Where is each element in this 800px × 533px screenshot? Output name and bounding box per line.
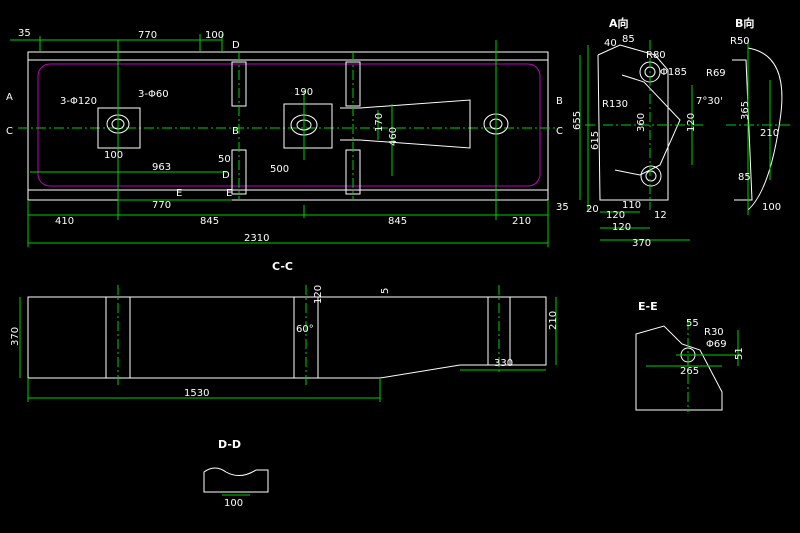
view-b-dim-r50: R50 [730,36,750,47]
marker-a: A [6,92,13,103]
view-b-outline [747,47,783,211]
dim-770-top: 770 [138,30,157,41]
section-e-e: E-E 55 R30 Φ69 51 265 [635,300,745,412]
plan-view: 35 770 100 3-Φ120 3-Φ60 190 963 100 50 5… [6,28,569,247]
view-a-dim-angle: 7°30' [696,96,723,107]
view-a-dim-655: 655 [572,111,583,130]
dim-35-top: 35 [18,28,31,39]
view-a-dim-40: 40 [604,38,617,49]
plan-outline [27,51,549,201]
view-a-dim-110: 110 [622,200,641,211]
view-b-dim-365: 365 [740,101,751,120]
section-d-d-body [203,467,269,493]
dim-holes-120: 3-Φ120 [60,96,97,107]
section-e-e-body [635,325,723,411]
section-d-d-title: D-D [218,438,241,451]
view-a-dim-85: 85 [622,34,635,45]
hidden-pocket [37,63,541,187]
view-b-dim-100: 100 [762,202,781,213]
e-e-dim-265: 265 [680,366,699,377]
c-c-dim-330: 330 [494,358,513,369]
view-a-dim-r80: R80 [646,50,666,61]
view-a-title: A向 [609,16,629,30]
section-c-c: C-C 120 5 60° 370 210 330 1530 [10,260,559,402]
view-a-dim-185: Φ185 [660,67,687,78]
c-c-dim-5: 5 [380,288,391,294]
e-e-dim-55: 55 [686,318,699,329]
c-c-dim-1530: 1530 [184,388,209,399]
marker-e-right: E [226,188,232,199]
e-e-dim-r30: R30 [704,327,724,338]
marker-c-left: C [6,126,13,137]
view-a-dim-360: 360 [636,113,647,132]
dim-460: 460 [388,127,399,146]
view-b-title: B向 [735,16,754,30]
view-b-dim-210: 210 [760,128,779,139]
dim-210: 210 [512,216,531,227]
section-e-e-title: E-E [638,300,658,313]
view-a-dim-20: 20 [586,204,599,215]
view-a-dim-r69: R69 [706,68,726,79]
c-c-dim-60deg: 60° [296,324,314,335]
dim-100-top: 100 [205,30,224,41]
dim-845-a: 845 [200,216,219,227]
dim-2310: 2310 [244,233,269,244]
marker-b: B [556,96,563,107]
dim-500: 500 [270,164,289,175]
dim-holes-60: 3-Φ60 [138,89,169,100]
marker-c-right: C [556,126,563,137]
c-c-dim-210: 210 [548,311,559,330]
view-b: B向 R50 365 210 85 100 [726,16,790,215]
view-a-outline [597,44,669,201]
e-e-dim-51: 51 [734,347,745,360]
view-a-dim-120-c: 120 [612,222,631,233]
d-d-dim-100: 100 [224,498,243,509]
section-c-c-title: C-C [272,260,293,273]
view-a-dim-12: 12 [654,210,667,221]
dim-170: 170 [374,113,385,132]
e-e-dim-69: Φ69 [706,339,727,350]
marker-e-left: E [176,188,182,199]
dim-845-b: 845 [388,216,407,227]
view-a-dim-r130: R130 [602,99,628,110]
dim-770-bottom: 770 [152,200,171,211]
marker-b-mid: B [232,126,239,137]
dim-190: 190 [294,87,313,98]
marker-d-bottom: D [222,170,230,181]
view-a-dim-370: 370 [632,238,651,249]
marker-d-top: D [232,40,240,51]
view-a-dim-120-b: 120 [606,210,625,221]
c-c-dim-370: 370 [10,327,21,346]
view-a-dim-615: 615 [590,131,601,150]
view-b-dim-85: 85 [738,172,751,183]
dim-410: 410 [55,216,74,227]
dim-50: 50 [218,154,231,165]
dim-963: 963 [152,162,171,173]
view-a: A向 40 85 R80 Φ185 R130 R69 7°30' 360 120… [572,16,726,249]
c-c-dim-120: 120 [313,285,324,304]
view-a-dim-120: 120 [686,113,697,132]
section-d-d: D-D 100 [203,438,269,509]
dim-35-right: 35 [556,202,569,213]
dim-100-left: 100 [104,150,123,161]
